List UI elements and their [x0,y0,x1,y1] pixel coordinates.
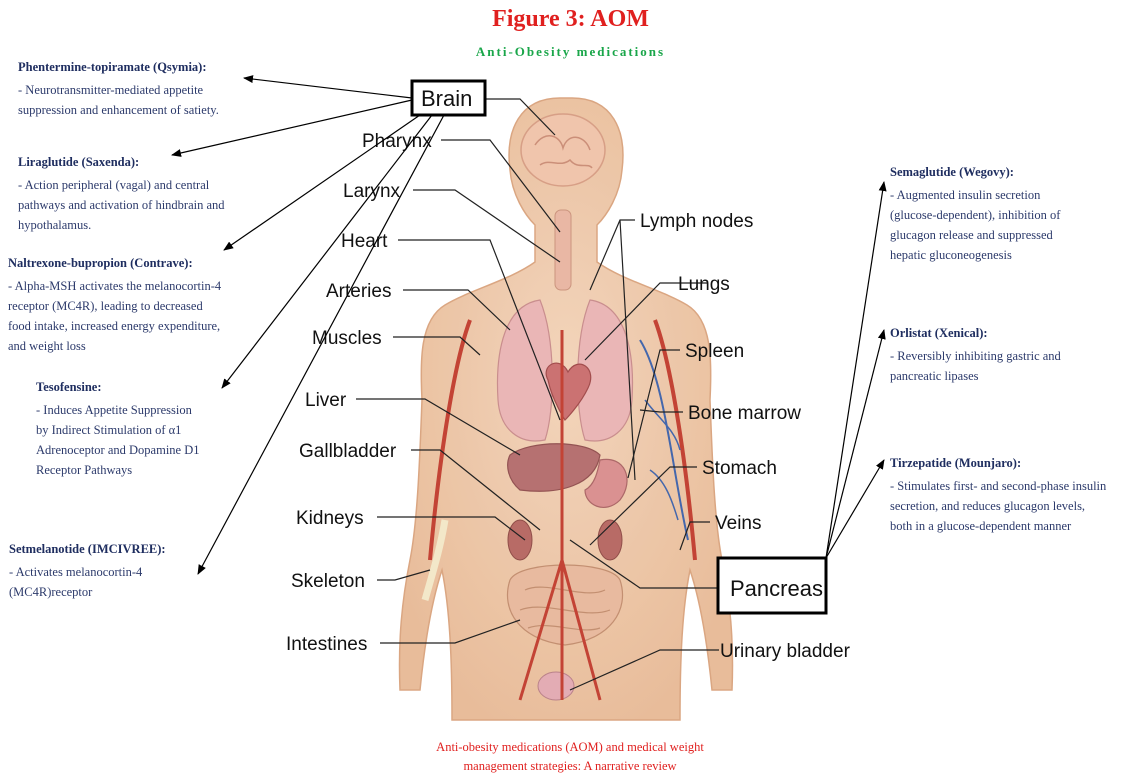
drug-name: Tirzepatide (Mounjaro): [890,456,1138,471]
desc-line: - Action peripheral (vagal) and central [18,175,278,195]
desc-line: - Induces Appetite Suppression [36,400,266,420]
drug-name: Setmelanotide (IMCIVREE): [9,542,239,557]
desc-line: Receptor Pathways [36,460,266,480]
bladder-illustration [538,672,574,700]
label-muscles: Muscles [312,328,382,349]
drug-name: Naltrexone-bupropion (Contrave): [8,256,283,271]
desc-line: secretion, and reduces glucagon levels, [890,496,1138,516]
label-skeleton: Skeleton [291,571,365,592]
drug-contrave: Naltrexone-bupropion (Contrave): - Alpha… [8,256,283,356]
drug-setmelanotide: Setmelanotide (IMCIVREE): - Activates me… [9,542,239,602]
arrow-to-mounjaro [826,460,884,558]
trachea-illustration [555,210,571,290]
drug-tesofensine: Tesofensine: - Induces Appetite Suppress… [36,380,266,480]
brain-box: Brain [412,81,485,115]
desc-line: - Stimulates first- and second-phase ins… [890,476,1138,496]
arrow-to-wegovy [826,182,884,558]
human-body-illustration [399,98,732,720]
desc-line: and weight loss [8,336,283,356]
desc-line: food intake, increased energy expenditur… [8,316,283,336]
desc-line: - Augmented insulin secretion [890,185,1135,205]
label-pharynx: Pharynx [362,131,432,152]
brain-box-label: Brain [421,86,472,111]
desc-line: receptor (MC4R), leading to decreased [8,296,283,316]
drug-name: Phentermine-topiramate (Qsymia): [18,60,278,75]
drug-name: Tesofensine: [36,380,266,395]
desc-line: (MC4R)receptor [9,582,239,602]
label-larynx: Larynx [343,181,401,202]
kidney-left-illustration [508,520,532,560]
drug-mounjaro: Tirzepatide (Mounjaro): - Stimulates fir… [890,456,1138,536]
desc-line: - Neurotransmitter-mediated appetite [18,80,278,100]
drug-desc: - Stimulates first- and second-phase ins… [890,476,1138,536]
desc-line: suppression and enhancement of satiety. [18,100,278,120]
desc-line: pancreatic lipases [890,366,1135,386]
desc-line: by Indirect Stimulation of α1 [36,420,266,440]
drug-desc: - Alpha-MSH activates the melanocortin-4… [8,276,283,356]
drug-wegovy: Semaglutide (Wegovy): - Augmented insuli… [890,165,1135,265]
label-lungs: Lungs [678,274,730,295]
desc-line: - Activates melanocortin-4 [9,562,239,582]
drug-xenical: Orlistat (Xenical): - Reversibly inhibit… [890,326,1135,386]
desc-line: hypothalamus. [18,215,278,235]
desc-line: pathways and activation of hindbrain and [18,195,278,215]
label-liver: Liver [305,390,347,411]
label-arteries: Arteries [326,281,391,302]
label-lymph-nodes: Lymph nodes [640,211,753,232]
drug-qsymia: Phentermine-topiramate (Qsymia): - Neuro… [18,60,278,120]
drug-desc: - Induces Appetite Suppression by Indire… [36,400,266,480]
label-bone-marrow: Bone marrow [688,403,801,424]
pancreas-arrows [826,182,884,558]
drug-desc: - Action peripheral (vagal) and central … [18,175,278,235]
label-gallbladder: Gallbladder [299,441,397,462]
pancreas-box-label: Pancreas [730,576,823,601]
label-urinary-bladder: Urinary bladder [720,641,851,662]
caption-line-1: Anti-obesity medications (AOM) and medic… [330,738,810,757]
desc-line: hepatic gluconeogenesis [890,245,1135,265]
label-veins: Veins [715,513,761,534]
arrow-to-xenical [826,330,884,558]
label-intestines: Intestines [286,634,367,655]
desc-line: (glucose-dependent), inhibition of [890,205,1135,225]
caption-line-2: management strategies: A narrative revie… [330,757,810,776]
drug-desc: - Augmented insulin secretion (glucose-d… [890,185,1135,265]
label-spleen: Spleen [685,341,744,362]
desc-line: - Alpha-MSH activates the melanocortin-4 [8,276,283,296]
drug-desc: - Neurotransmitter-mediated appetite sup… [18,80,278,120]
label-stomach: Stomach [702,458,777,479]
desc-line: Adrenoceptor and Dopamine D1 [36,440,266,460]
drug-name: Liraglutide (Saxenda): [18,155,278,170]
drug-desc: - Reversibly inhibiting gastric and panc… [890,346,1135,386]
label-kidneys: Kidneys [296,508,364,529]
label-heart: Heart [341,231,388,252]
drug-name: Orlistat (Xenical): [890,326,1135,341]
desc-line: both in a glucose-dependent manner [890,516,1138,536]
desc-line: glucagon release and suppressed [890,225,1135,245]
pancreas-box: Pancreas [718,558,826,613]
drug-desc: - Activates melanocortin-4 (MC4R)recepto… [9,562,239,602]
figure-caption: Anti-obesity medications (AOM) and medic… [330,738,810,776]
desc-line: - Reversibly inhibiting gastric and [890,346,1135,366]
drug-name: Semaglutide (Wegovy): [890,165,1135,180]
drug-saxenda: Liraglutide (Saxenda): - Action peripher… [18,155,278,235]
